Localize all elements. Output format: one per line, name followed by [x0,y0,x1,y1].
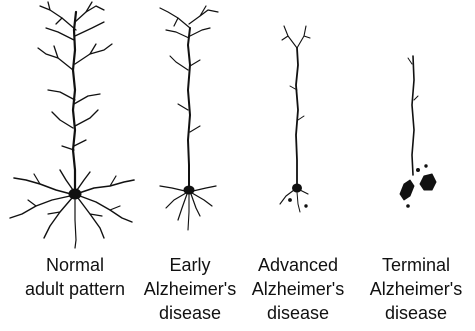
caption-line: Alzheimer's [248,277,348,301]
caption-line: disease [364,301,468,325]
caption-early: Early Alzheimer's disease [140,253,240,325]
caption-line: Alzheimer's [364,277,468,301]
caption-normal: Normal adult pattern [8,253,142,301]
neuron-normal [10,2,134,248]
caption-line: disease [248,301,348,325]
caption-line: Advanced [248,253,348,277]
caption-advanced: Advanced Alzheimer's disease [248,253,348,325]
neuron-terminal-alzheimers [400,56,436,207]
caption-line: Early [140,253,240,277]
neuron-early-alzheimers [160,6,218,230]
caption-line: disease [140,301,240,325]
caption-terminal: Terminal Alzheimer's disease [364,253,468,325]
caption-line: Alzheimer's [140,277,240,301]
caption-line: Normal [8,253,142,277]
caption-line: adult pattern [8,277,142,301]
neuron-advanced-alzheimers [280,26,310,212]
caption-line: Terminal [364,253,468,277]
